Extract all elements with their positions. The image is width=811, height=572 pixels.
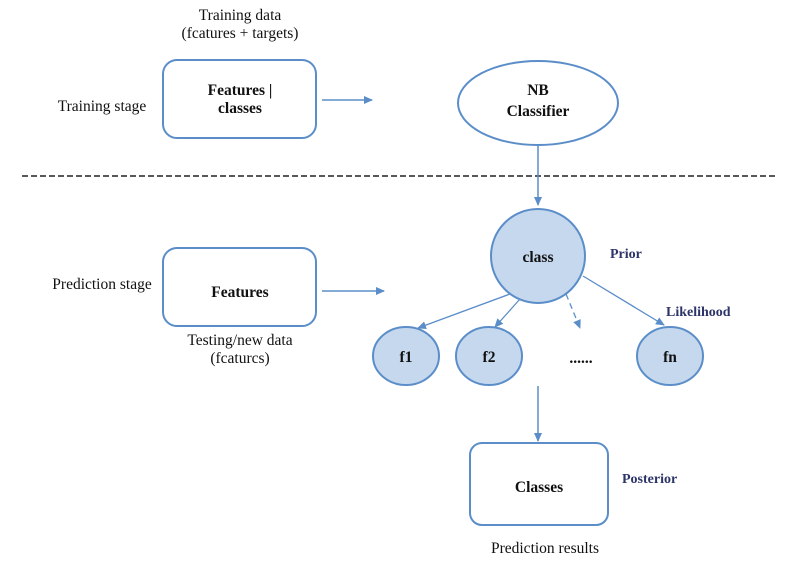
classes-box-label: Classes — [515, 479, 563, 496]
training-features-box — [162, 59, 317, 139]
posterior-label: Posterior — [622, 472, 677, 487]
classifier-line1: NB — [527, 82, 549, 99]
edge-class-f2 — [494, 298, 521, 328]
prediction-features-box — [162, 247, 317, 327]
edge-class-ellipsis — [565, 293, 581, 329]
testing-data-caption-line2: (fcaturcs) — [210, 350, 269, 367]
feature-node-f2-label: f2 — [483, 349, 496, 366]
feature-ellipsis: ...... — [569, 350, 592, 367]
training-box-line2: classes — [218, 100, 262, 117]
prediction-results-caption: Prediction results — [491, 540, 599, 557]
feature-node-fn-label: fn — [663, 349, 677, 366]
training-data-caption-line1: Training data — [199, 7, 282, 24]
training-stage-label: Training stage — [58, 98, 147, 115]
feature-node-f1-label: f1 — [400, 349, 413, 366]
class-node-label: class — [523, 249, 554, 266]
feature-node-f2 — [455, 326, 523, 386]
class-node — [490, 208, 586, 304]
classes-box — [469, 442, 609, 526]
training-data-caption-line2: (fcatures + targets) — [182, 25, 299, 42]
nb-classifier-node — [457, 60, 619, 146]
edge-class-fn — [582, 275, 665, 326]
classifier-line2: Classifier — [507, 103, 570, 120]
edge-class-f1 — [417, 293, 511, 329]
prediction-stage-label: Prediction stage — [52, 276, 152, 293]
prior-label: Prior — [610, 247, 642, 262]
prediction-box-label: Features — [211, 284, 268, 301]
likelihood-label: Likelihood — [666, 305, 731, 320]
training-box-line1: Features | — [208, 82, 273, 99]
feature-node-fn — [636, 326, 704, 386]
testing-data-caption-line1: Testing/new data — [187, 332, 292, 349]
feature-node-f1 — [372, 326, 440, 386]
